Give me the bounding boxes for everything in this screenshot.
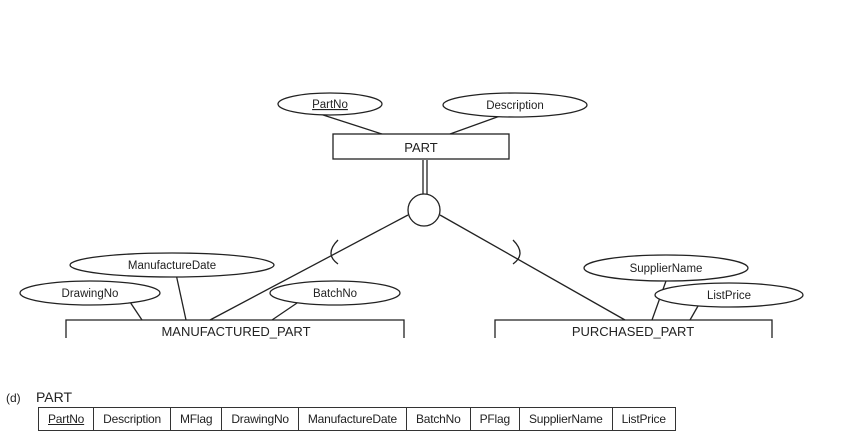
listprice-attribute (654, 282, 804, 308)
drawingno-connector (129, 301, 143, 321)
listprice-attribute-label: ListPrice (707, 290, 751, 302)
column-batchno: BatchNo (405, 407, 471, 431)
column-description: Description (93, 407, 171, 431)
description-attribute-label: Description (486, 100, 544, 112)
purchased-part-label: PURCHASED_PART (572, 324, 694, 339)
column-drawingno: DrawingNo (221, 407, 299, 431)
partno-attribute-label: PartNo (312, 99, 348, 111)
suppliername-attribute-label: SupplierName (630, 263, 703, 275)
drawingno-attribute-label: DrawingNo (62, 288, 119, 300)
manufacturedate-attribute (69, 252, 275, 278)
suppliername-attribute (583, 254, 749, 282)
description-connector (449, 115, 501, 135)
relation-columns-row: PartNo Description MFlag DrawingNo Manuf… (37, 407, 676, 431)
batchno-attribute-label: BatchNo (313, 288, 357, 300)
specialization-line-right (439, 214, 626, 321)
purchased-part-box (494, 319, 773, 338)
part-entity-box (332, 133, 510, 160)
column-listprice: ListPrice (611, 407, 676, 431)
column-partno-label: PartNo (48, 412, 85, 426)
column-pflag: PFlag (469, 407, 520, 431)
manufacturedate-connector (175, 273, 187, 321)
column-manufacturedate: ManufactureDate (297, 407, 407, 431)
suppliername-connector (651, 280, 667, 321)
manufacturedate-attribute-label: ManufactureDate (128, 260, 216, 272)
manufactured-part-label: MANUFACTURED_PART (161, 324, 310, 339)
relation-schema-table: PartNo Description MFlag DrawingNo Manuf… (37, 407, 676, 431)
subset-symbol-left (330, 239, 339, 265)
relation-name: PART (36, 389, 73, 405)
description-attribute (442, 92, 588, 118)
column-mflag: MFlag (169, 407, 223, 431)
figure-part-label: (d) (6, 391, 21, 405)
specialization-line-left (209, 214, 409, 321)
batchno-connector (271, 300, 301, 321)
partno-connector (319, 113, 383, 135)
er-diagram: PART PartNo Description MANUFACTURED_PAR… (19, 92, 804, 339)
listprice-connector (689, 305, 699, 321)
partno-attribute (277, 92, 383, 116)
specialization-circle (407, 193, 441, 227)
manufactured-part-box (65, 319, 405, 338)
column-partno: PartNo (37, 407, 95, 431)
column-suppliername: SupplierName (518, 407, 613, 431)
batchno-attribute (269, 280, 401, 306)
drawingno-attribute (19, 280, 161, 306)
subset-symbol-right (512, 239, 521, 265)
part-entity-label: PART (404, 140, 438, 155)
